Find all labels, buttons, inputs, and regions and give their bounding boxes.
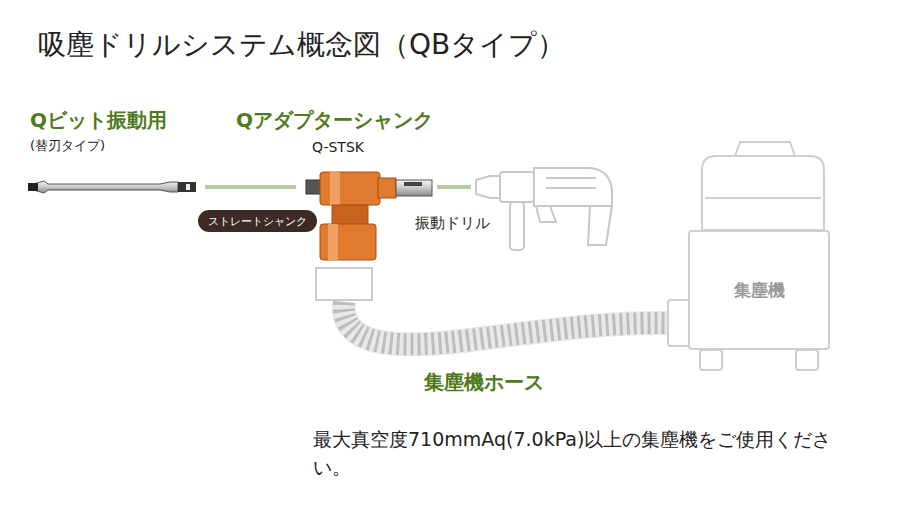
part-name: 振動ドリル xyxy=(415,214,490,232)
drill-drawing xyxy=(476,168,612,250)
shank-tag: ストレートシャンク xyxy=(198,210,317,232)
part-note: (替刃タイプ) xyxy=(30,138,105,154)
collector-body: 集塵機 xyxy=(688,230,830,350)
node-text: ストレートシャンク xyxy=(208,214,307,229)
model-number: Q-STSK xyxy=(312,139,364,156)
node-text: 集塵機 xyxy=(734,279,785,302)
diagram-title: 吸塵ドリルシステム概念図（QBタイプ） xyxy=(38,28,565,62)
bit-drawing xyxy=(28,181,196,193)
link-line xyxy=(205,185,296,189)
part-name: Qビット振動用 xyxy=(30,108,167,132)
link-line xyxy=(437,185,471,189)
note-text: 最大真空度710mmAq(7.0kPa)以上の集塵機をご使用ください。 xyxy=(313,426,861,481)
part-name: Qアダプターシャンク xyxy=(236,108,433,132)
adapter-drawing xyxy=(306,172,432,260)
part-name: 集塵機ホース xyxy=(424,370,544,394)
hose-drawing xyxy=(316,268,690,344)
